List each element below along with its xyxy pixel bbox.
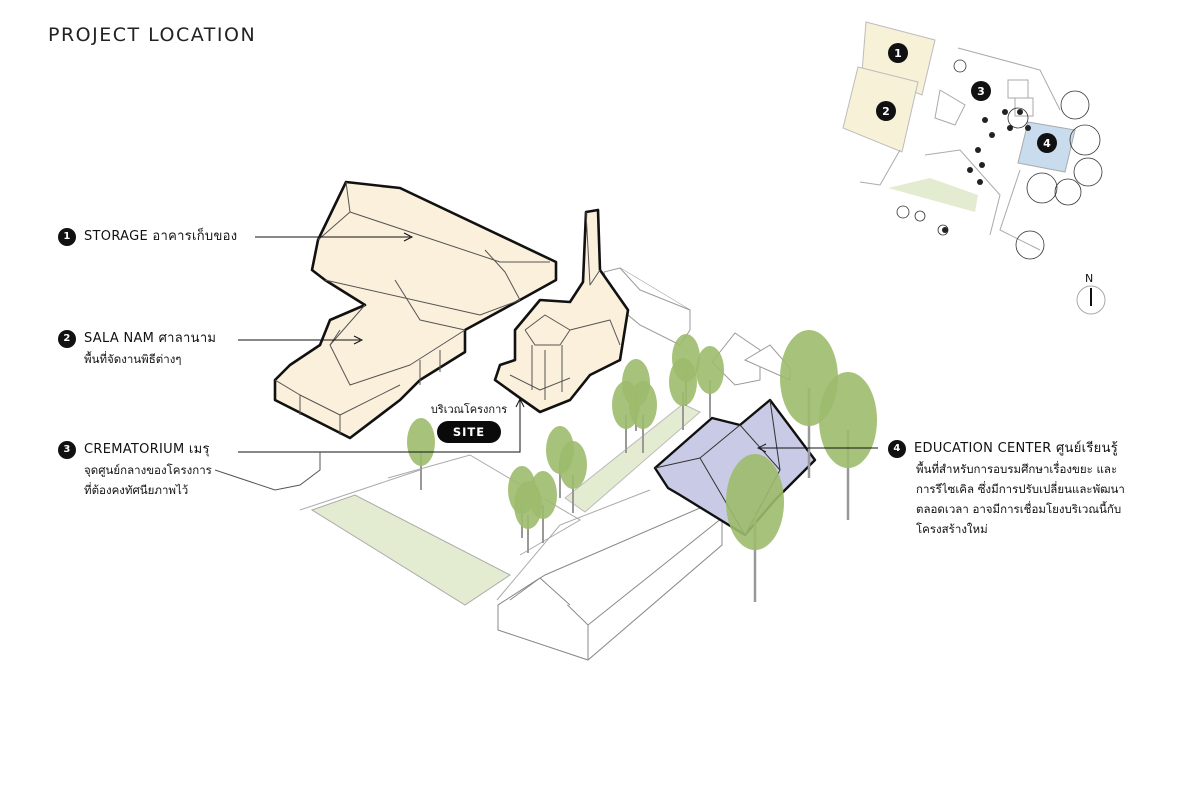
map-marker-2: 2 [882,105,890,118]
map-marker-4: 4 [1043,137,1051,150]
map-marker-1: 1 [894,47,902,60]
label-education-center: 4 EDUCATION CENTER ศูนย์เรียนรู้ พื้นที่… [888,439,1125,539]
label-desc-crematorium-1: จุดศูนย์กลางของโครงการ [84,463,212,477]
site-pill: SITE [436,421,502,443]
label-name-storage: STORAGE อาคารเก็บของ [84,229,238,244]
label-number-2: 2 [58,330,76,348]
label-desc-crematorium-2: ที่ต้องคงทัศนียภาพไว้ [84,483,189,497]
storage-sala-building [273,180,558,440]
label-number-4: 4 [888,440,906,458]
label-name-crematorium: CREMATORIUM เมรุ [84,442,210,457]
map-marker-3: 3 [977,85,985,98]
mini-site-plan: 1 2 3 4 [842,21,1103,260]
label-desc-education-3: ตลอดเวลา อาจมีการเชื่อมโยงบริเวณนี้กับ [916,502,1122,516]
label-desc-education-2: การรีไซเคิล ซึ่งมีการปรับเปลี่ยนและพัฒนา [916,482,1125,496]
leader-lines [214,232,878,491]
label-name-education-center: EDUCATION CENTER ศูนย์เรียนรู้ [914,441,1119,456]
crematorium-building [493,208,630,414]
label-storage: 1 STORAGE อาคารเก็บของ [58,227,237,247]
site-tag: บริเวณโครงการ SITE [424,400,514,443]
map-markers: 1 2 3 4 [876,43,1057,153]
label-number-1: 1 [58,228,76,246]
back-pavilions [603,267,791,386]
north-arrow-icon [1076,285,1106,315]
label-desc-education-4: โครงสร้างใหม่ [916,522,988,536]
lower-hall [497,507,723,661]
site-caption: บริเวณโครงการ [430,403,508,416]
page-title: PROJECT LOCATION [48,24,257,46]
label-desc-sala-nam: พื้นที่จัดงานพิธีต่างๆ [84,352,182,366]
label-name-sala-nam: SALA NAM ศาลานาม [84,331,217,346]
label-crematorium: 3 CREMATORIUM เมรุ จุดศูนย์กลางของโครงกา… [58,440,212,500]
label-desc-education-1: พื้นที่สำหรับการอบรมศึกษาเรื่องขยะ และ [916,462,1118,476]
label-number-3: 3 [58,441,76,459]
north-label: N [1085,272,1094,285]
label-sala-nam: 2 SALA NAM ศาลานาม พื้นที่จัดงานพิธีต่าง… [58,329,216,369]
